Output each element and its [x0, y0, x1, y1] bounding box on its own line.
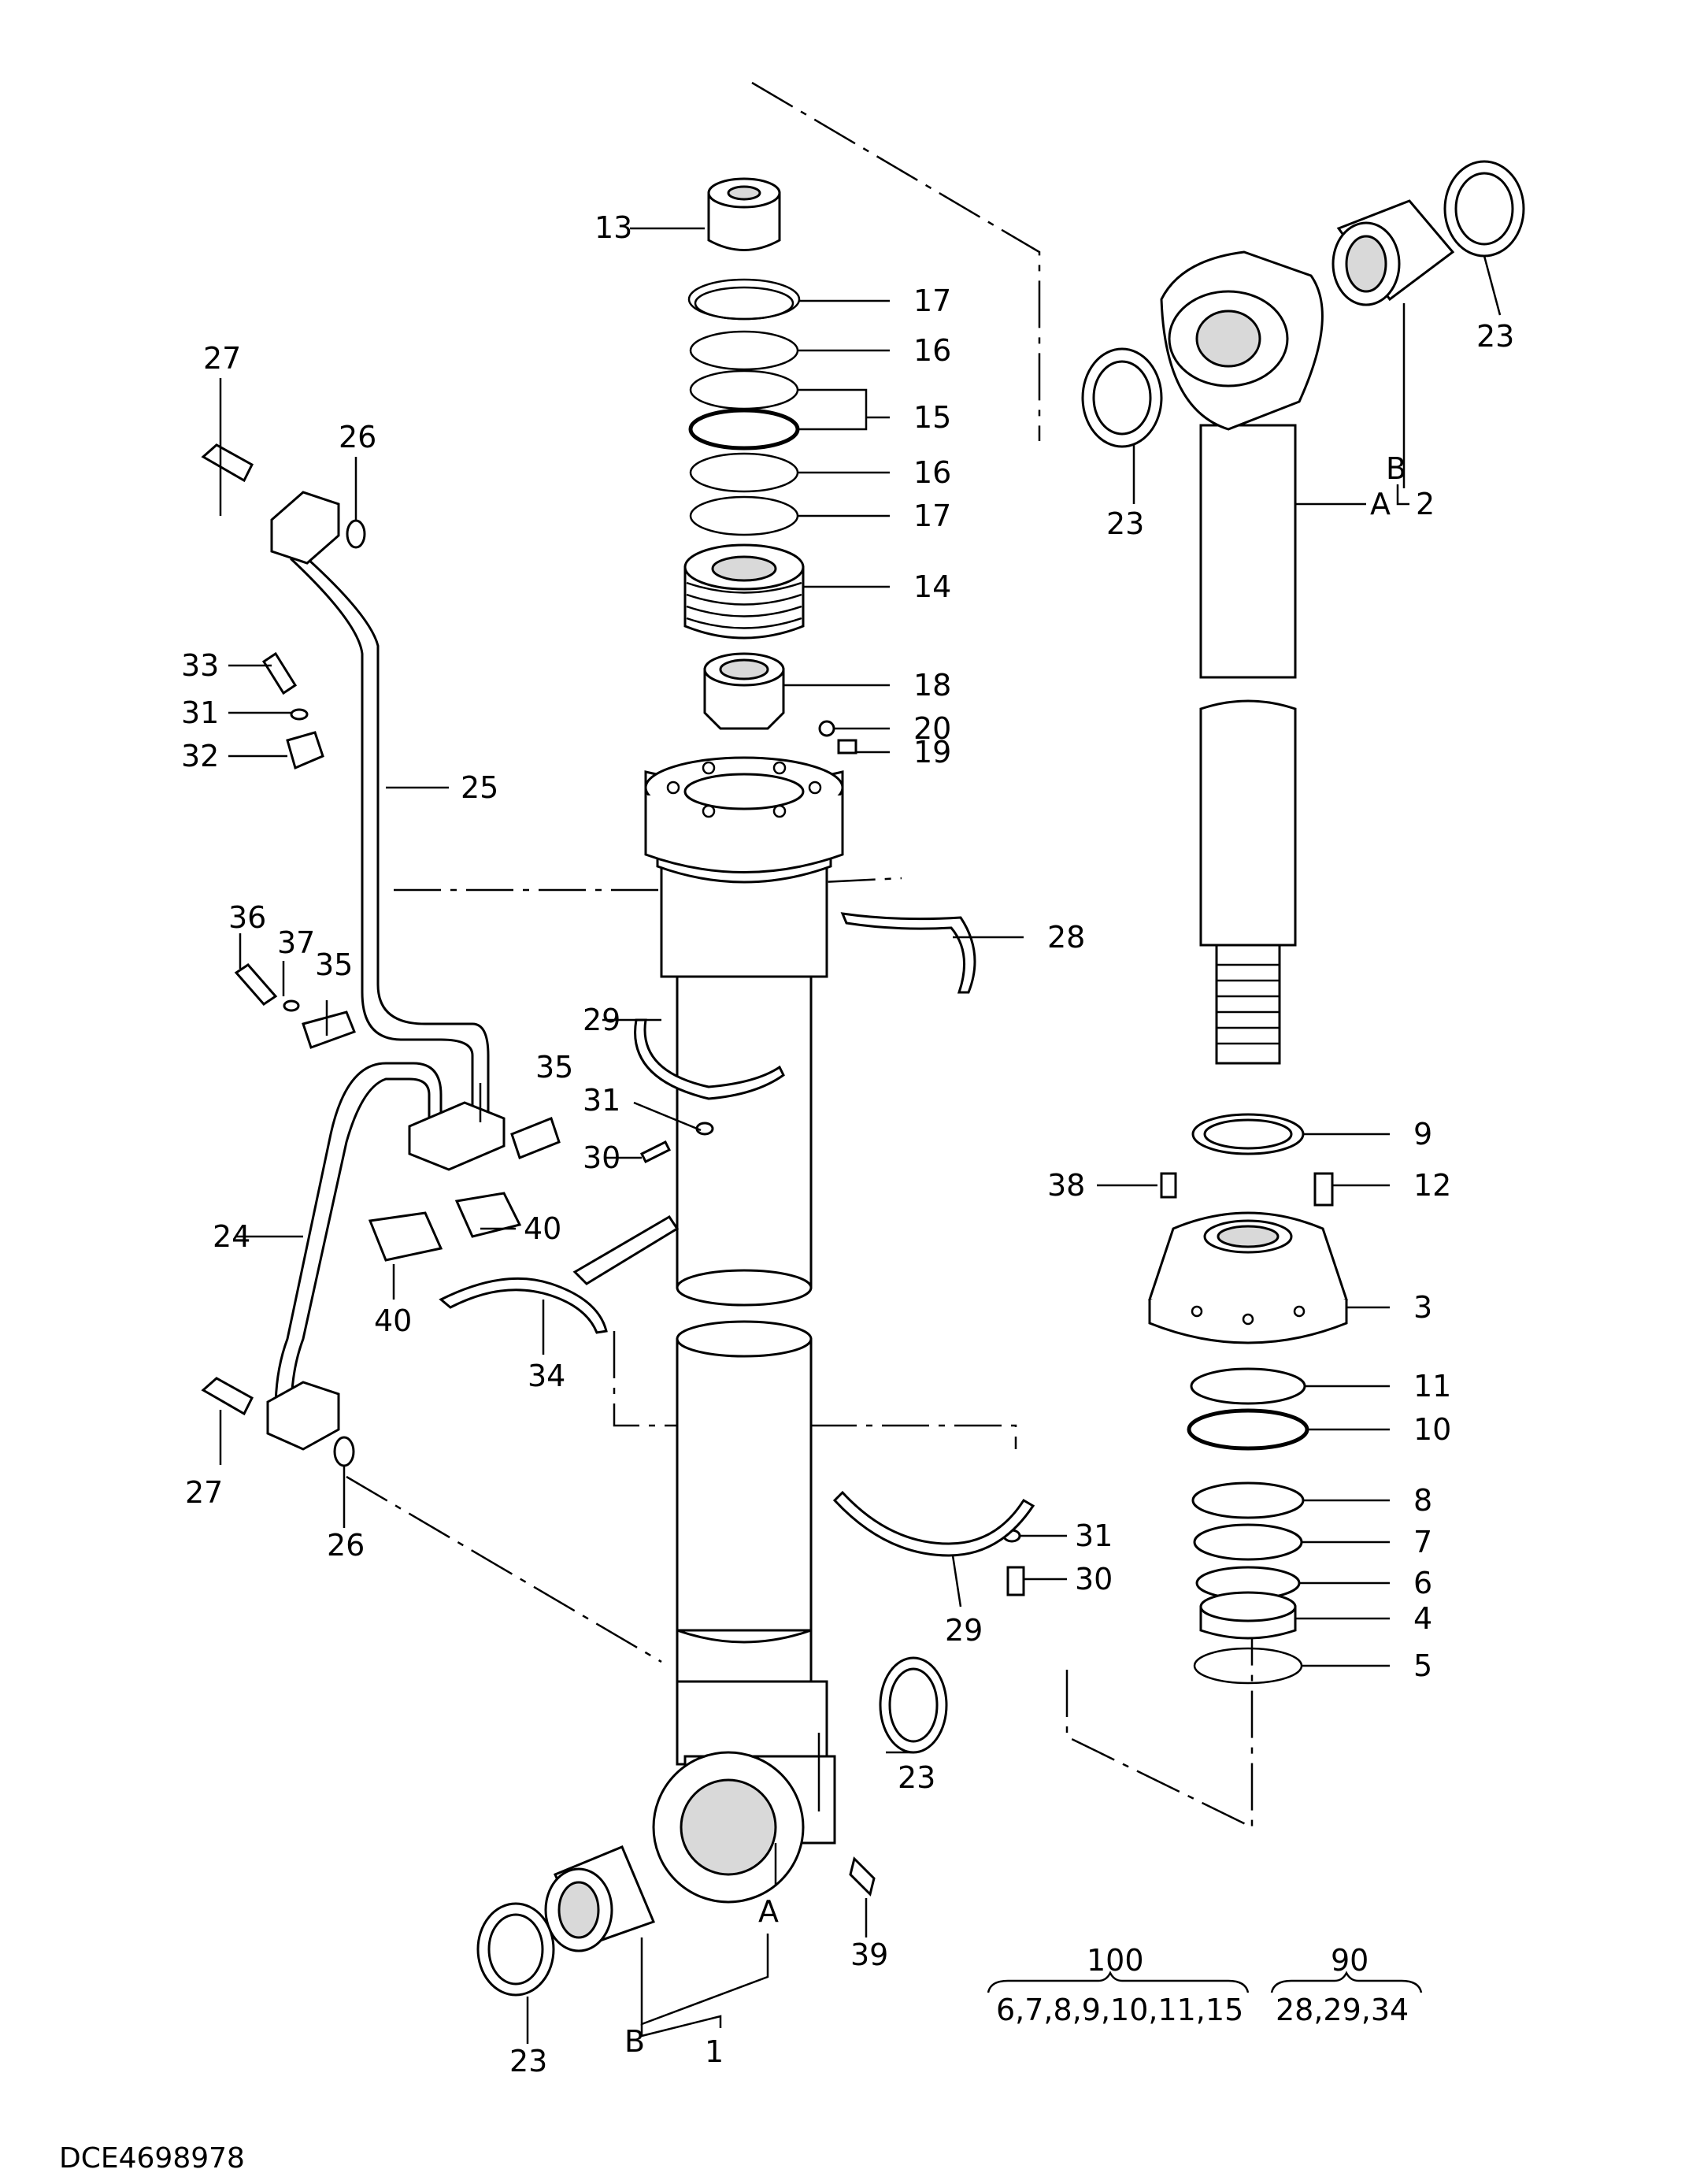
callout-35-right: 35 — [535, 1050, 573, 1085]
part-26-oring-top — [346, 519, 366, 549]
callout-11: 11 — [1413, 1369, 1451, 1403]
cylinder-head-flange — [644, 756, 844, 873]
piston-rod — [1160, 250, 1324, 1065]
callout-23-bottom: 23 — [509, 2044, 547, 2078]
callout-10: 10 — [1413, 1412, 1451, 1447]
callout-32: 32 — [181, 739, 219, 773]
callout-26-bottom: 26 — [327, 1528, 365, 1563]
label-A-tube: A — [758, 1894, 779, 1929]
callout-17-bottom: 17 — [913, 499, 951, 533]
part-40-clamp-b — [454, 1192, 522, 1238]
part-31-washer-a — [290, 708, 309, 721]
callout-36: 36 — [228, 900, 266, 935]
callout-31-top: 31 — [181, 695, 219, 730]
part-39-grease-fitting — [849, 1856, 876, 1897]
kit-90-brace — [1270, 1971, 1423, 1993]
callout-9: 9 — [1413, 1117, 1432, 1151]
callout-23-rod-left: 23 — [1106, 506, 1144, 541]
callout-26-top: 26 — [339, 420, 376, 454]
callout-3: 3 — [1413, 1290, 1432, 1325]
part-40-clamp-a — [368, 1211, 443, 1262]
part-26-oring-bottom — [333, 1436, 355, 1467]
callout-38: 38 — [1047, 1168, 1085, 1203]
kit-100-number: 100 — [1087, 1943, 1144, 1978]
callout-40-left: 40 — [374, 1303, 412, 1338]
callout-12: 12 — [1413, 1168, 1451, 1203]
callout-15: 15 — [913, 400, 951, 435]
callout-23-bushing: 23 — [898, 1760, 935, 1795]
callout-16-top: 16 — [913, 333, 951, 368]
part-35-clamp-a — [302, 1010, 356, 1049]
callout-8: 8 — [1413, 1483, 1432, 1518]
callout-27-top: 27 — [203, 341, 241, 376]
part-37-washer — [283, 999, 300, 1012]
callout-24: 24 — [213, 1219, 250, 1254]
callout-4: 4 — [1413, 1601, 1432, 1636]
callout-35-left: 35 — [315, 947, 353, 982]
callout-13: 13 — [594, 210, 632, 245]
callout-28: 28 — [1047, 920, 1085, 955]
rod-end-bushing — [1081, 160, 1525, 448]
callout-33: 33 — [181, 648, 219, 683]
callout-34: 34 — [528, 1359, 565, 1393]
part-36-bolt — [234, 963, 278, 1006]
part-19-setscrew — [837, 739, 857, 755]
callout-25: 25 — [461, 770, 498, 805]
part-33-bolt — [261, 651, 298, 695]
fasteners — [201, 443, 1025, 1596]
cylinder-tube — [644, 770, 844, 1904]
part-13-bushing — [707, 191, 781, 251]
callout-19: 19 — [913, 735, 951, 769]
kit-100-contents: 6,7,8,9,10,11,15 — [996, 1993, 1243, 2027]
callout-31-mid: 31 — [583, 1083, 620, 1118]
pipe-clamps — [439, 912, 1035, 1557]
callout-labels: 13 17 16 15 16 17 14 18 20 19 28 29 31 3… — [181, 210, 1514, 2078]
part-27-bolt-bottom — [201, 1377, 254, 1416]
document-id: DCE4698978 — [59, 2142, 245, 2175]
part-38-grease-fitting — [1160, 1172, 1177, 1199]
callout-14: 14 — [913, 569, 951, 604]
callout-17-top: 17 — [913, 284, 951, 318]
callout-37: 37 — [277, 925, 315, 960]
tube-end-bushing — [476, 1656, 948, 1997]
callout-18: 18 — [913, 668, 951, 703]
callout-1: 1 — [705, 2034, 724, 2069]
label-B-rod: B — [1386, 451, 1406, 486]
callout-16-bottom: 16 — [913, 455, 951, 490]
leader-lines — [219, 227, 1502, 2044]
kit-90-number: 90 — [1331, 1943, 1369, 1978]
callout-30-bottom: 30 — [1075, 1562, 1113, 1596]
gland-stack — [683, 177, 857, 755]
callout-2: 2 — [1416, 487, 1435, 521]
part-35-clamp-b — [510, 1117, 561, 1159]
callout-29-bottom: 29 — [945, 1613, 983, 1648]
part-26-flange-top — [270, 491, 340, 565]
part-27-bolt-top — [201, 443, 254, 483]
part-12-bolt — [1313, 1172, 1334, 1207]
part-30-bolt-b — [1006, 1566, 1025, 1596]
callout-27-bottom: 27 — [185, 1475, 223, 1510]
callout-5: 5 — [1413, 1648, 1432, 1683]
label-B-tube: B — [624, 2024, 645, 2059]
part-20-ball — [818, 720, 835, 737]
part-30-bolt-a — [639, 1140, 672, 1164]
callout-29-top: 29 — [583, 1003, 620, 1037]
part-32-block — [286, 731, 324, 770]
kit-legend: 100 6,7,8,9,10,11,15 90 28,29,34 — [987, 1943, 1423, 2027]
callout-7: 7 — [1413, 1525, 1432, 1559]
assembly-guide-lines — [346, 81, 1254, 1830]
callout-30-mid: 30 — [583, 1140, 620, 1175]
callout-39: 39 — [850, 1937, 888, 1972]
kit-90-contents: 28,29,34 — [1276, 1993, 1409, 2027]
piston-assembly — [1148, 1113, 1348, 1685]
callout-31-bottom: 31 — [1075, 1518, 1113, 1553]
callout-23-rod-right: 23 — [1476, 319, 1514, 354]
callout-6: 6 — [1413, 1566, 1432, 1600]
label-A-rod: A — [1370, 487, 1391, 521]
callout-40-right: 40 — [524, 1211, 561, 1246]
callout-20: 20 — [913, 711, 951, 746]
kit-100-brace — [987, 1971, 1250, 1993]
part-26-flange-bottom — [266, 1381, 340, 1451]
